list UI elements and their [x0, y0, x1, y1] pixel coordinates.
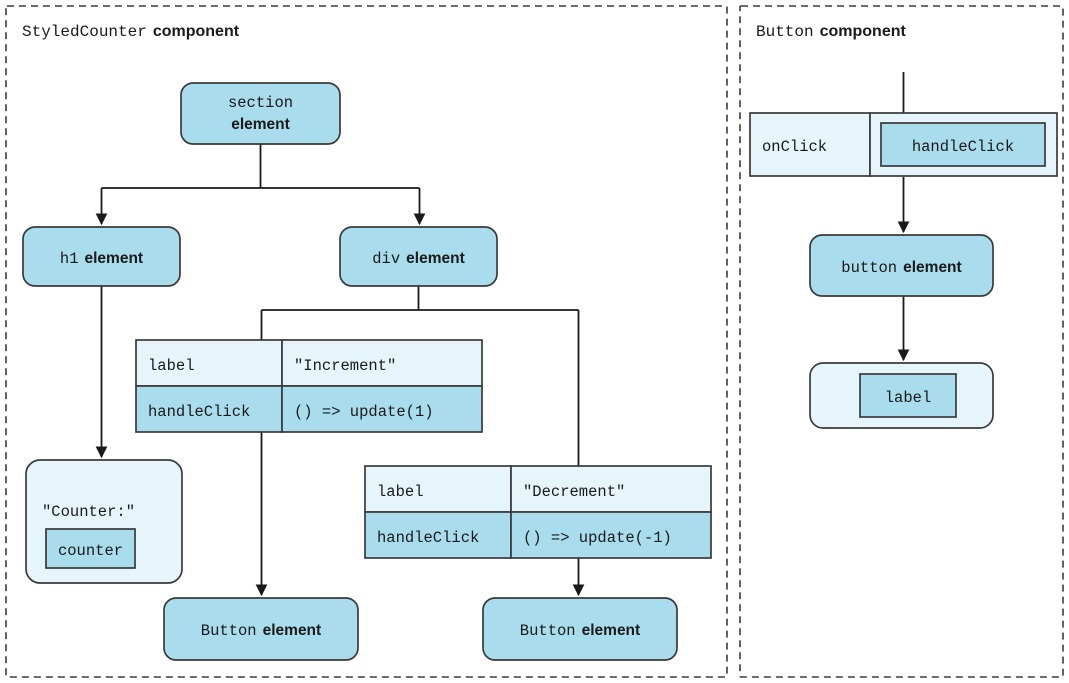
node-h1-element[interactable]: [22, 226, 181, 287]
text-onclick-key: onClick: [762, 138, 827, 156]
cell-increment-handler-value: [281, 385, 483, 433]
node-counter-variable-label: counter: [58, 542, 123, 560]
text-decrement-label-value: "Decrement": [523, 483, 625, 501]
cell-decrement-handler-key: [364, 511, 512, 559]
node-button-element-increment[interactable]: [163, 597, 359, 661]
cell-onclick-key: [749, 112, 871, 177]
node-counter-box-text: "Counter:": [42, 503, 135, 521]
cell-decrement-label-value: [510, 465, 712, 513]
node-section-element-label: section: [228, 94, 293, 112]
text-increment-label-key: label: [148, 357, 195, 375]
cell-increment-label-value: [281, 339, 483, 387]
node-button-element-decrement[interactable]: [482, 597, 678, 661]
table-increment-props[interactable]: label "Increment" handleClick () => upda…: [135, 339, 483, 433]
node-section-element[interactable]: [180, 82, 341, 145]
table-decrement-props[interactable]: label "Decrement" handleClick () => upda…: [364, 465, 712, 559]
cell-decrement-label-key: [364, 465, 512, 513]
node-div-element[interactable]: [339, 226, 498, 287]
text-increment-label-value: "Increment": [294, 357, 396, 375]
text-decrement-handler-value: () => update(-1): [523, 529, 672, 547]
node-button-element[interactable]: [809, 234, 994, 297]
cell-increment-label-key: [135, 339, 283, 387]
text-increment-handler-value: () => update(1): [294, 403, 434, 421]
panel-button: [739, 5, 1064, 678]
table-onclick-prop[interactable]: onClick handleClick: [749, 112, 1058, 177]
text-label-prop: label: [885, 389, 932, 407]
node-counter-variable-box[interactable]: [45, 528, 136, 569]
node-section-element-sublabel: element: [231, 116, 290, 133]
box-handleclick-reference[interactable]: [880, 122, 1046, 167]
text-handleclick-reference: handleClick: [912, 138, 1014, 156]
cell-decrement-handler-value: [510, 511, 712, 559]
text-increment-handler-key: handleClick: [148, 403, 250, 421]
text-decrement-label-key: label: [377, 483, 424, 501]
cell-increment-handler-key: [135, 385, 283, 433]
text-decrement-handler-key: handleClick: [377, 529, 479, 547]
box-label-prop[interactable]: [859, 373, 957, 418]
